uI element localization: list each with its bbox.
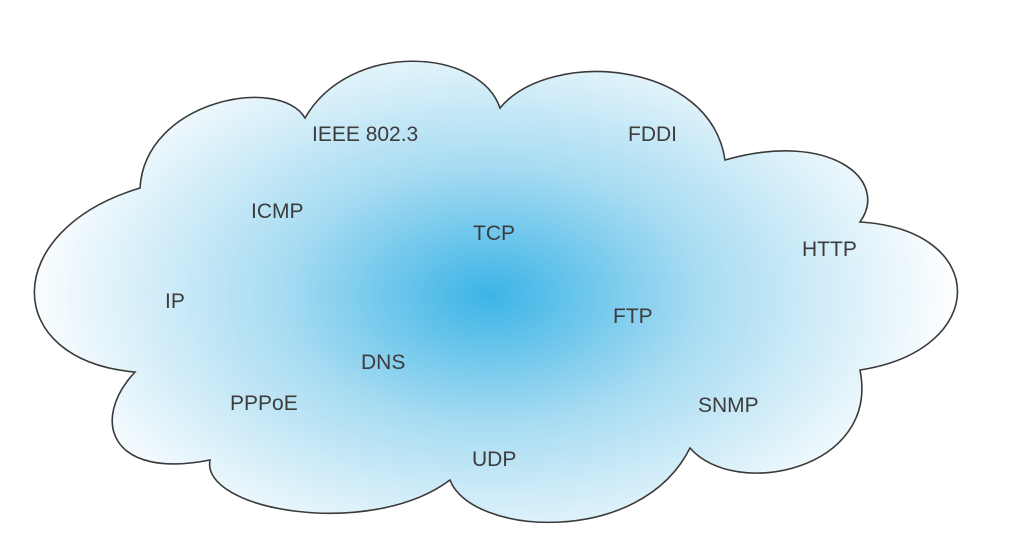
protocol-label-pppoe: PPPoE — [230, 392, 298, 415]
protocol-label-dns: DNS — [361, 351, 405, 374]
protocol-label-fddi: FDDI — [628, 123, 677, 146]
protocol-label-http: HTTP — [802, 238, 857, 261]
protocol-label-ieee-802-3: IEEE 802.3 — [312, 123, 418, 146]
protocol-label-snmp: SNMP — [698, 394, 759, 417]
protocol-label-udp: UDP — [472, 448, 516, 471]
protocol-label-ftp: FTP — [613, 305, 653, 328]
protocol-label-tcp: TCP — [473, 222, 515, 245]
protocol-label-ip: IP — [165, 290, 185, 313]
protocol-label-icmp: ICMP — [251, 200, 304, 223]
cloud-shape — [33, 60, 959, 524]
